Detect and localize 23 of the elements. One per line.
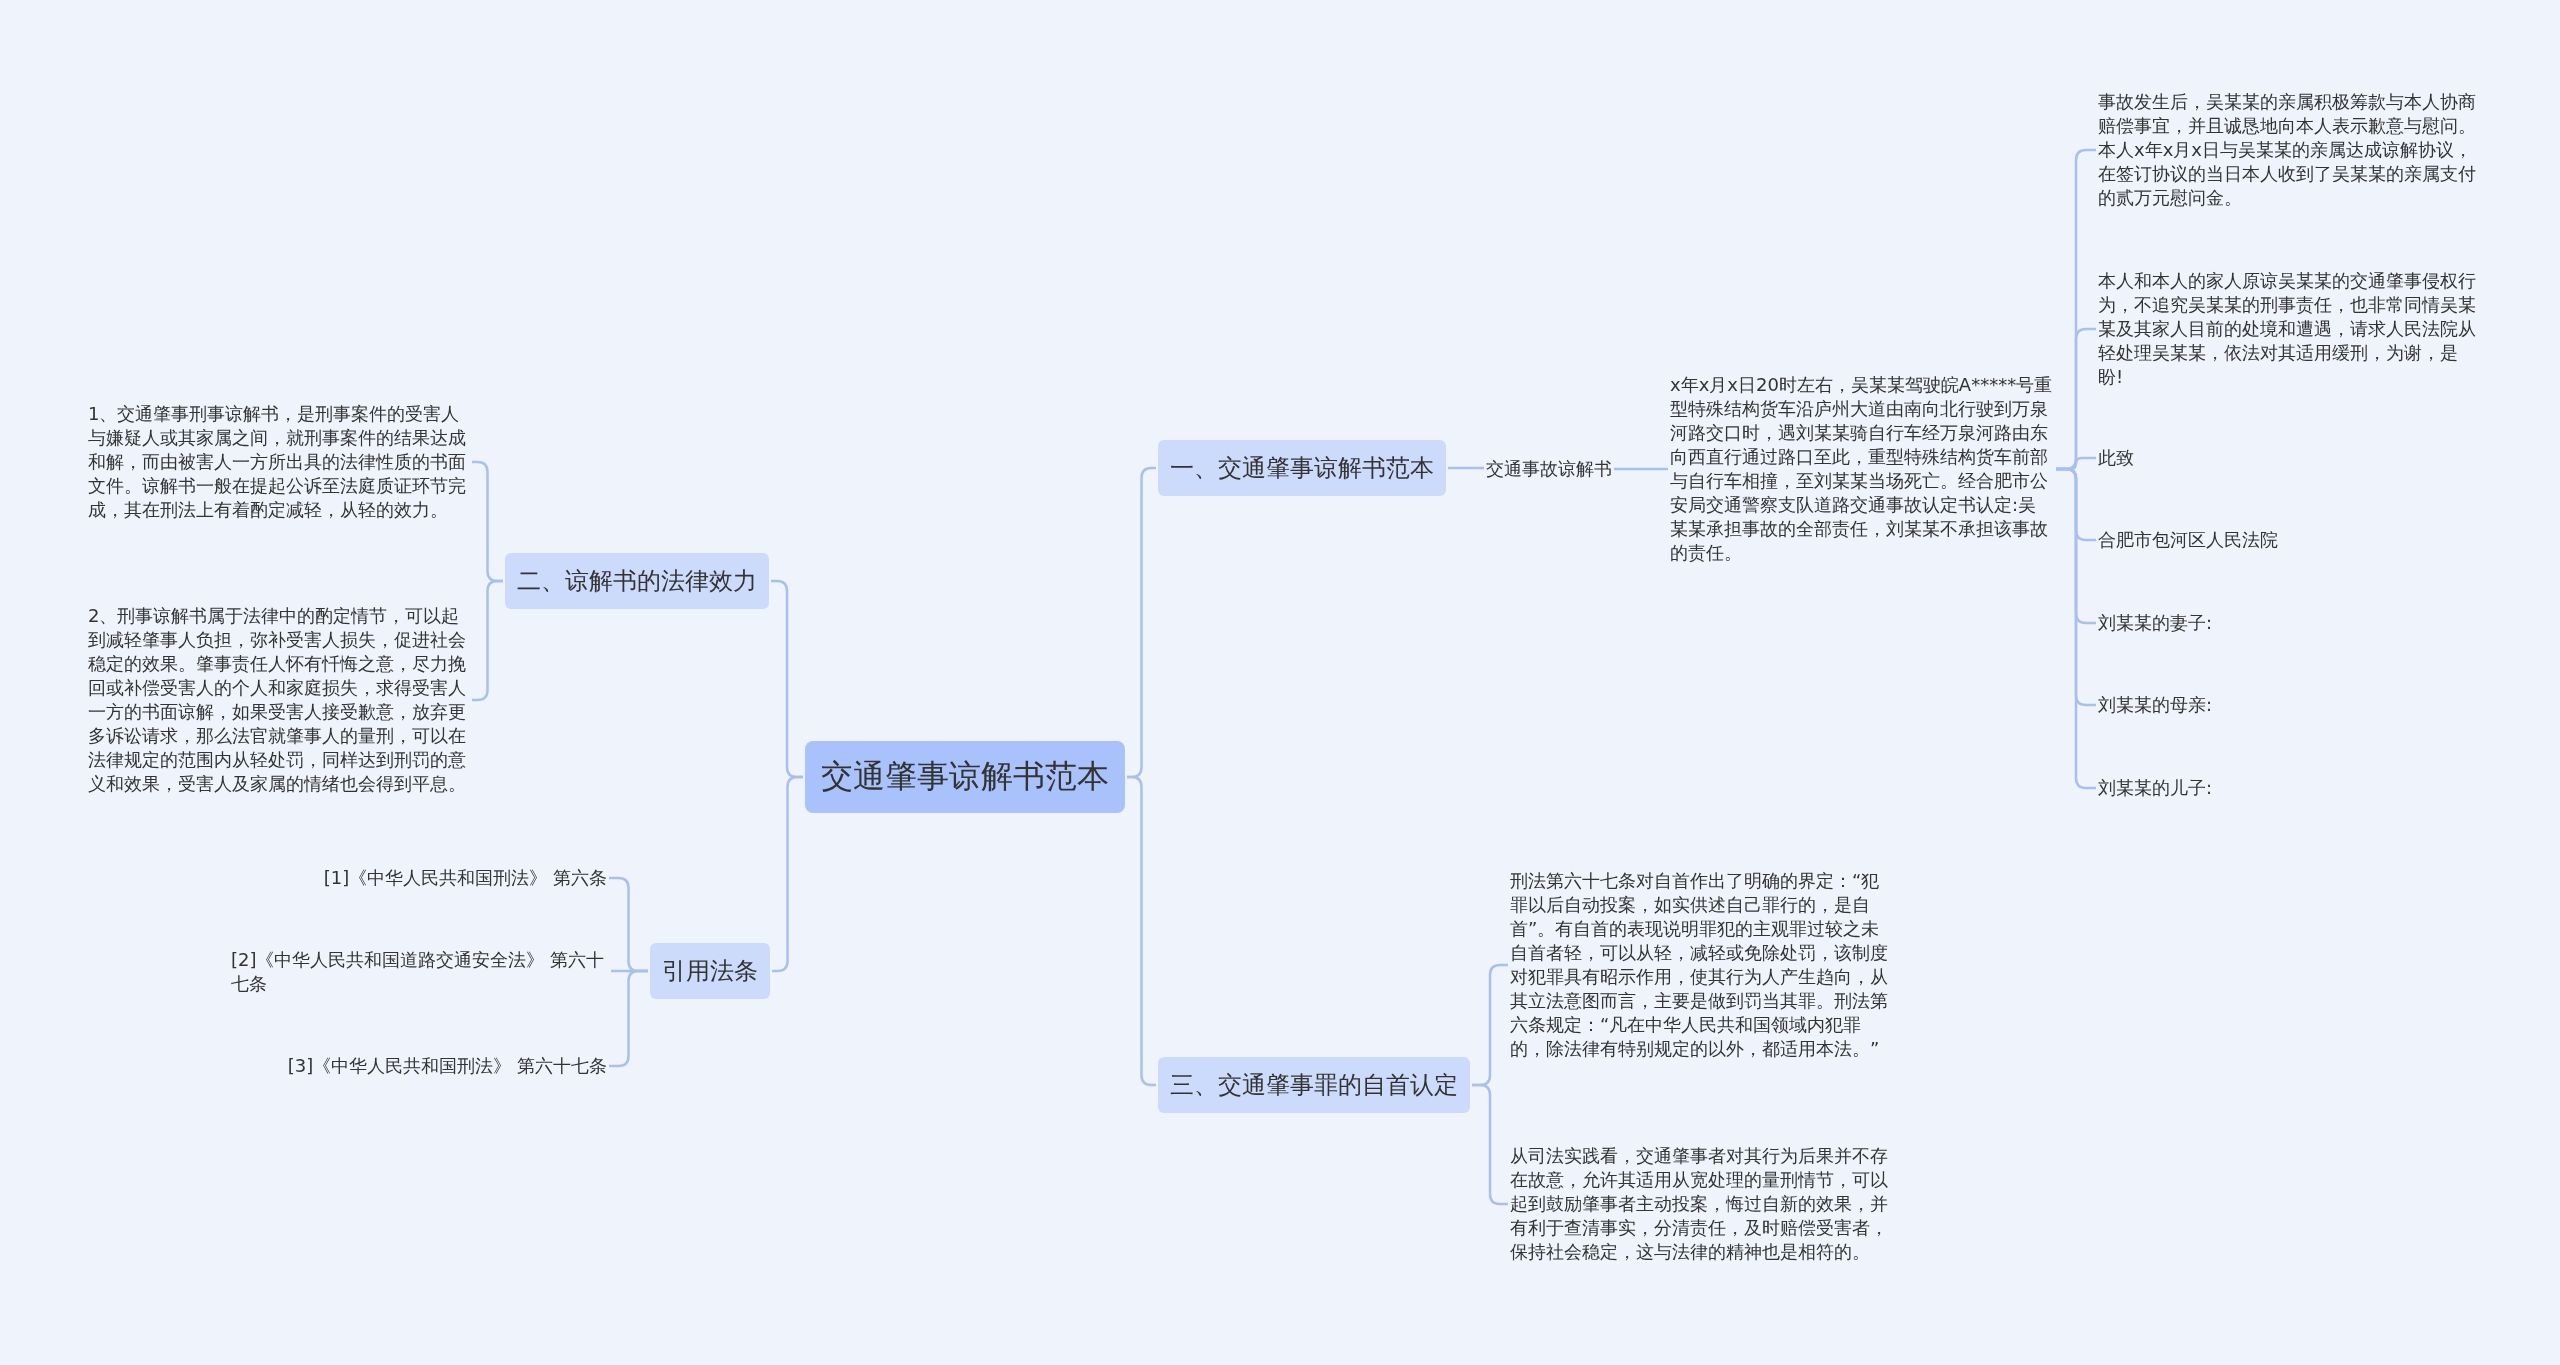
central-topic-box: 交通肇事谅解书范本 [805, 741, 1125, 813]
topic-box: 二、谅解书的法律效力 [505, 553, 769, 609]
note-text: [1]《中华人民共和国刑法》 第六条 [323, 866, 607, 890]
note-text: 此致 [2098, 446, 2482, 470]
topic-box: 引用法条 [650, 943, 770, 999]
connector-line [1448, 466, 1484, 470]
topic-box: 一、交通肇事谅解书范本 [1158, 440, 1446, 496]
note-text: [2]《中华人民共和国道路交通安全法》 第六十七条 [231, 948, 609, 996]
topic-text: 交通事故谅解书 [1486, 457, 1612, 481]
note-text: 刘某某的母亲: [2098, 693, 2482, 717]
note-text: 合肥市包河区人民法院 [2098, 528, 2482, 552]
note-text: 刘某某的妻子: [2098, 611, 2482, 635]
note-text: 本人和本人的家人原谅吴某某的交通肇事侵权行为，不追究吴某某的刑事责任，也非常同情吴某某及其家人目前的处境和遭遇，请求人民法院从轻处理吴某某，依法对其适用缓刑，为谢，是盼! [2098, 269, 2482, 389]
note-text: [3]《中华人民共和国刑法》 第六十七条 [287, 1054, 607, 1078]
topic-box: 三、交通肇事罪的自首认定 [1158, 1057, 1470, 1113]
note-text: 刑法第六十七条对自首作出了明确的界定：“犯罪以后自动投案，如实供述自己罪行的，是自首”。有自首的表现说明罪犯的主观罪过较之未自首者轻，可以从轻，减轻或免除处罚，该制度对犯罪具有昭示作用，使其行为人产生趋向，从其立法意图而言，主要是做到罚当其罪。刑法第六条规定：“凡在中华人民共和国领域内犯罪的，除法律有特别规定的以外，都适用本法。” [1510, 869, 1894, 1061]
note-text: 1、交通肇事刑事谅解书，是刑事案件的受害人与嫌疑人或其家属之间，就刑事案件的结果达成和解，而由被害人一方所出具的法律性质的书面文件。谅解书一般在提起公诉至法庭质证环节完成，其在刑法上有着酌定减轻，从轻的效力。 [88, 402, 470, 522]
connector-line [1614, 467, 1668, 471]
note-text: 2、刑事谅解书属于法律中的酌定情节，可以起到减轻肇事人负担，弥补受害人损失，促进社会稳定的效果。肇事责任人怀有忏悔之意，尽力挽回或补偿受害人的个人和家庭损失，求得受害人一方的书面谅解，如果受害人接受歉意，放弃更多诉讼请求，那么法官就肇事人的量刑，可以在法律规定的范围内从轻处罚，同样达到刑罚的意义和效果，受害人及家属的情绪也会得到平息。 [88, 604, 470, 796]
note-text: 刘某某的儿子: [2098, 776, 2482, 800]
note-text: 事故发生后，吴某某的亲属积极筹款与本人协商赔偿事宜，并且诚恳地向本人表示歉意与慰问。本人x年x月x日与吴某某的亲属达成谅解协议，在签订协议的当日本人收到了吴某某的亲属支付的贰万元慰问金。 [2098, 90, 2482, 210]
note-text: 从司法实践看，交通肇事者对其行为后果并不存在故意，允许其适用从宽处理的量刑情节，可以起到鼓励肇事者主动投案，悔过自新的效果，并有利于查清事实，分清责任，及时赔偿受害者，保持社会稳定，这与法律的精神也是相符的。 [1510, 1144, 1894, 1264]
note-text: x年x月x日20时左右，吴某某驾驶皖A*****号重型特殊结构货车沿庐州大道由南向北行驶到万泉河路交口时，遇刘某某骑自行车经万泉河路由东向西直行通过路口至此，重型特殊结构货车前部与自行车相撞，至刘某某当场死亡。经合肥市公安局交通警察支队道路交通事故认定书认定:吴某某承担事故的全部责任，刘某某不承担该事故的责任。 [1670, 373, 2054, 565]
